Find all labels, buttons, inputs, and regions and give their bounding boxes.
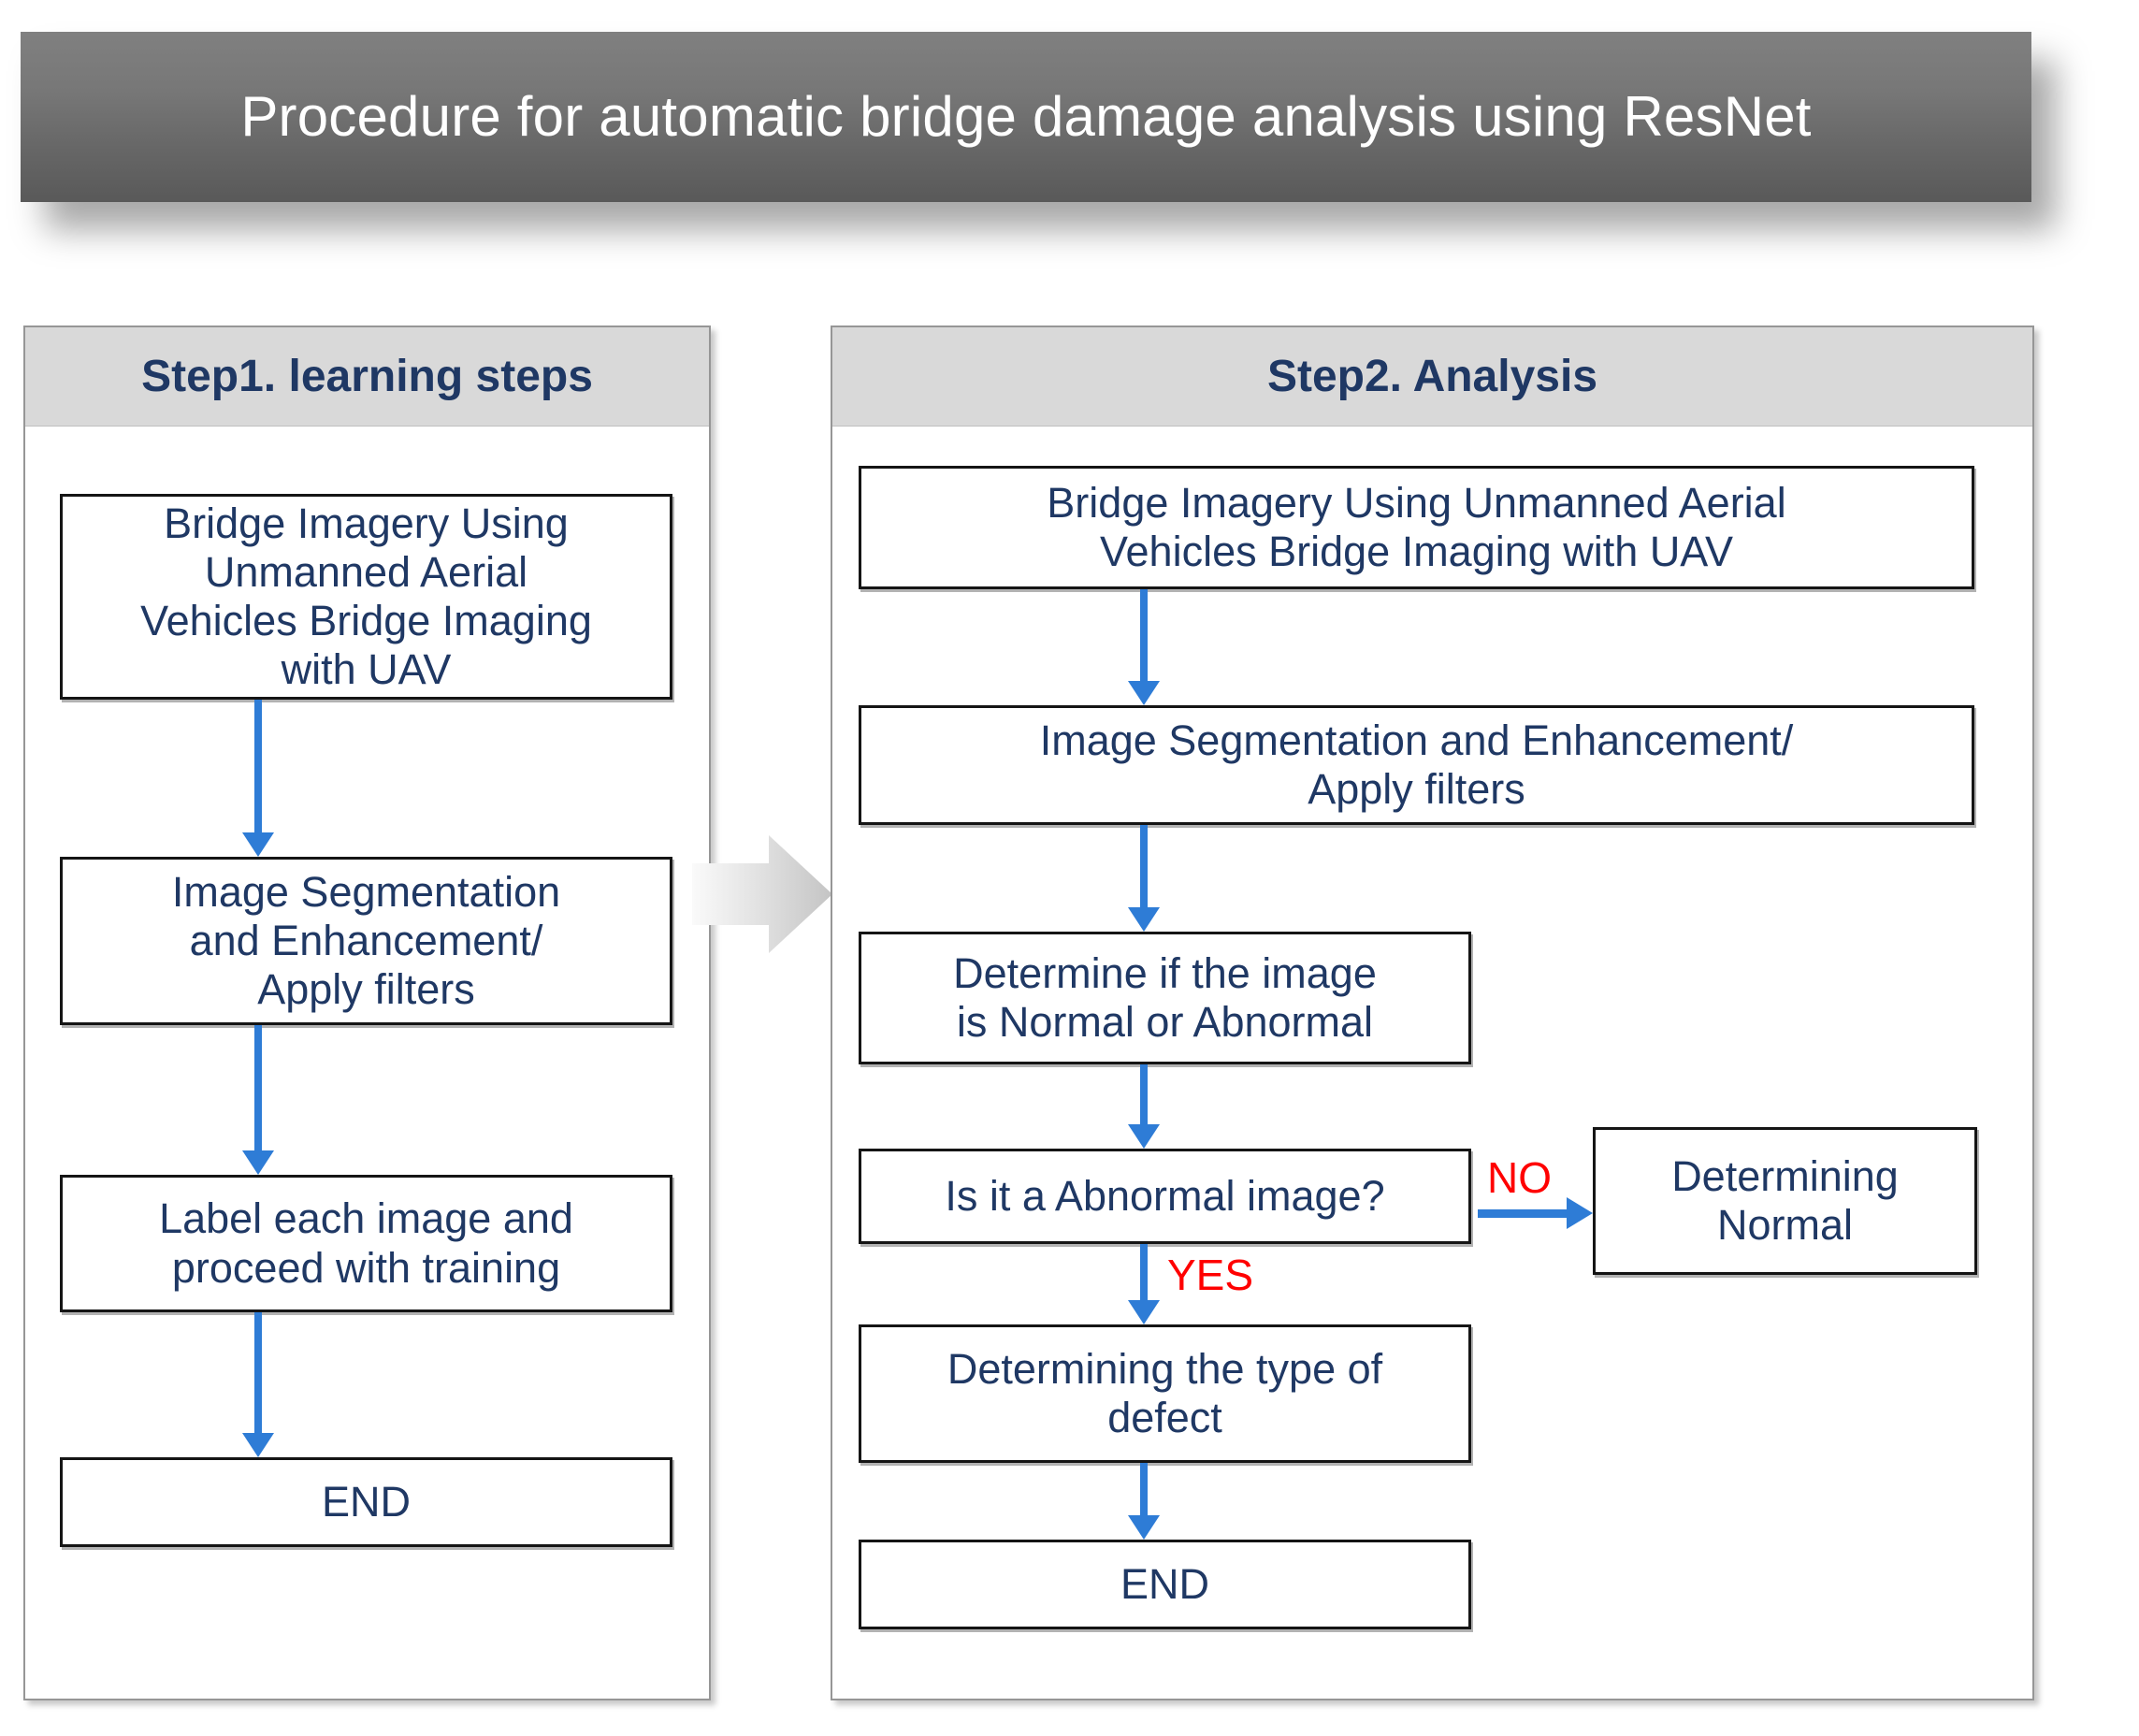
flow-box-is-abnormal-image[interactable]: Is it a Abnormal image? <box>859 1149 1471 1244</box>
flow-box-label-train-step1-label: Label each image and proceed with traini… <box>159 1194 573 1292</box>
flow-box-image-segmentation-step1[interactable]: Image Segmentation and Enhancement/ Appl… <box>60 857 672 1025</box>
flow-box-image-segmentation-step2-label: Image Segmentation and Enhancement/ Appl… <box>1039 716 1794 813</box>
page-title: Procedure for automatic bridge damage an… <box>240 85 1812 148</box>
flow-box-determining-defect-type[interactable]: Determining the type of defect <box>859 1324 1471 1463</box>
arrow-head <box>1128 681 1160 705</box>
arrow-down-step1-1 <box>242 700 274 857</box>
branch-label-no: NO <box>1487 1153 1552 1202</box>
branch-label-yes: YES <box>1167 1251 1254 1299</box>
flow-box-bridge-imagery-step1-label: Bridge Imagery Using Unmanned Aerial Veh… <box>140 499 592 694</box>
arrow-head <box>1567 1197 1593 1229</box>
arrow-head <box>1128 1515 1160 1540</box>
flow-box-bridge-imagery-step2[interactable]: Bridge Imagery Using Unmanned Aerial Veh… <box>859 466 1974 589</box>
flow-box-bridge-imagery-step2-label: Bridge Imagery Using Unmanned Aerial Veh… <box>1047 478 1786 575</box>
arrow-shaft <box>1140 1244 1148 1300</box>
transition-arrow-icon <box>692 828 832 961</box>
flow-box-determining-defect-type-label: Determining the type of defect <box>947 1344 1383 1441</box>
flow-box-determining-normal-label: Determining Normal <box>1671 1151 1899 1249</box>
flow-box-end-step2[interactable]: END <box>859 1540 1471 1629</box>
arrow-right-no-branch <box>1478 1197 1593 1229</box>
arrow-down-step2-3 <box>1128 1064 1160 1149</box>
panel-step1: Step1. learning steps Bridge Imagery Usi… <box>23 326 711 1700</box>
arrow-head <box>242 832 274 857</box>
arrow-head <box>1128 1124 1160 1149</box>
flow-box-label-train-step1[interactable]: Label each image and proceed with traini… <box>60 1175 672 1312</box>
arrow-down-yes-branch <box>1128 1244 1160 1324</box>
panel-step1-header-label: Step1. learning steps <box>141 352 593 401</box>
arrow-head <box>1128 907 1160 932</box>
arrow-down-step1-2 <box>242 1025 274 1175</box>
panel-step2: Step2. Analysis Bridge Imagery Using Unm… <box>831 326 2034 1700</box>
flow-box-end-step1[interactable]: END <box>60 1457 672 1547</box>
panel-step2-header: Step2. Analysis <box>832 327 2032 427</box>
arrow-down-step1-3 <box>242 1312 274 1457</box>
panel-step2-header-label: Step2. Analysis <box>1266 352 1598 401</box>
flow-box-is-abnormal-image-label: Is it a Abnormal image? <box>945 1171 1385 1220</box>
arrow-shaft <box>1478 1209 1568 1218</box>
flow-box-bridge-imagery-step1[interactable]: Bridge Imagery Using Unmanned Aerial Veh… <box>60 494 672 700</box>
arrow-shaft <box>254 700 262 832</box>
arrow-shaft <box>254 1312 262 1433</box>
arrow-shaft <box>254 1025 262 1150</box>
arrow-head <box>242 1433 274 1457</box>
arrow-down-step2-1 <box>1128 589 1160 705</box>
flow-box-determine-normal-abnormal[interactable]: Determine if the image is Normal or Abno… <box>859 932 1471 1064</box>
flow-box-image-segmentation-step2[interactable]: Image Segmentation and Enhancement/ Appl… <box>859 705 1974 825</box>
arrow-shaft <box>1140 1064 1148 1124</box>
flow-box-end-step1-label: END <box>321 1477 411 1526</box>
flow-box-image-segmentation-step1-label: Image Segmentation and Enhancement/ Appl… <box>171 867 561 1014</box>
flow-box-determining-normal[interactable]: Determining Normal <box>1593 1127 1977 1275</box>
flow-box-determine-normal-abnormal-label: Determine if the image is Normal or Abno… <box>953 948 1377 1046</box>
arrow-head <box>242 1150 274 1175</box>
arrow-down-step2-2 <box>1128 825 1160 932</box>
arrow-shaft <box>1140 825 1148 907</box>
arrow-head <box>1128 1300 1160 1324</box>
arrow-shaft <box>1140 589 1148 681</box>
title-banner: Procedure for automatic bridge damage an… <box>21 32 2031 202</box>
flow-box-end-step2-label: END <box>1120 1559 1209 1608</box>
arrow-shaft <box>1140 1463 1148 1515</box>
arrow-down-step2-4 <box>1128 1463 1160 1540</box>
panel-step1-header: Step1. learning steps <box>25 327 709 427</box>
